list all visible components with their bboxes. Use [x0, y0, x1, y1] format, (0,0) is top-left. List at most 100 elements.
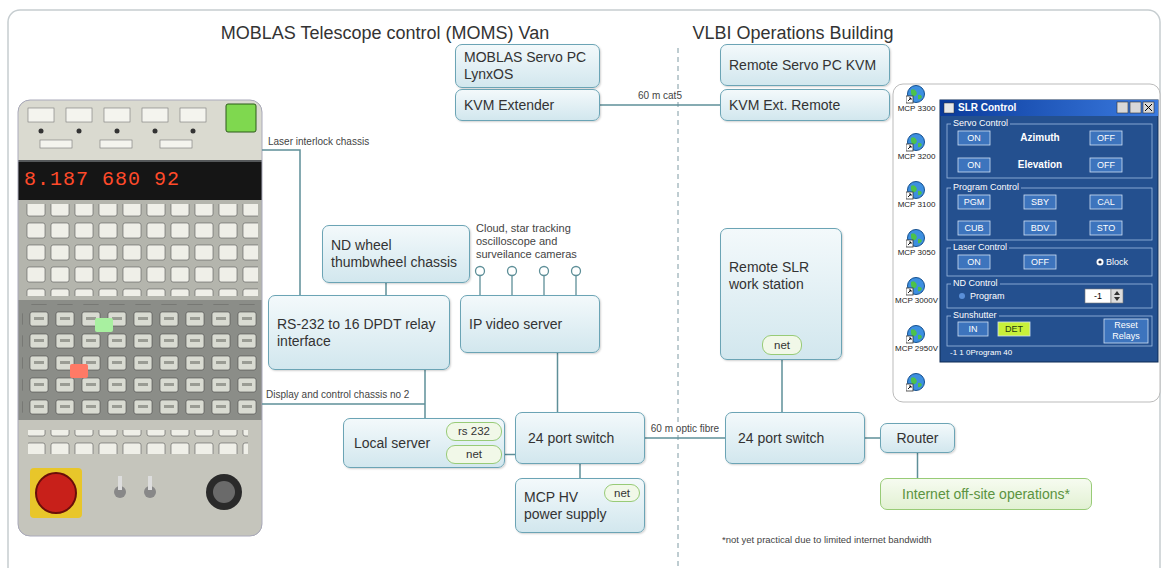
node-text: net	[608, 487, 636, 500]
site-divider	[678, 48, 679, 568]
screenshot	[944, 103, 954, 113]
node-text: KVM Extender	[464, 97, 591, 114]
screenshot	[940, 100, 1158, 116]
screenshot	[947, 124, 1152, 346]
console-photo	[180, 108, 206, 122]
interface-box: RS-232 to 16 DPDT relay interface	[268, 295, 450, 370]
screenshot	[998, 322, 1030, 336]
port-pill: net	[604, 484, 640, 502]
icon-label: MCP 3200	[893, 152, 940, 162]
console-photo	[36, 473, 76, 513]
field-label: Block	[1106, 255, 1128, 269]
console-photo	[22, 304, 258, 416]
connector	[557, 353, 559, 412]
button-label: ON	[958, 255, 990, 269]
screenshot	[1090, 131, 1122, 145]
screenshot	[958, 195, 990, 209]
button-label: PGM	[958, 195, 990, 209]
screenshot	[1117, 102, 1128, 113]
connector	[600, 104, 720, 106]
power-supply-box: MCP HV power supplynet	[515, 478, 645, 533]
connector	[781, 355, 783, 412]
console-photo	[100, 140, 132, 148]
screenshot	[1090, 221, 1122, 235]
button-label: BDV	[1024, 221, 1056, 235]
field-label: Program	[970, 289, 1005, 303]
port-pill: net	[762, 335, 802, 355]
node-text: Internet off-site operations*	[889, 486, 1083, 503]
status-text: -1 1 0Program 40	[950, 348, 1012, 358]
button-label: OFF	[1024, 255, 1056, 269]
button-label: ON	[958, 131, 990, 145]
node-text: KVM Ext. Remote	[729, 97, 881, 114]
icon-label: MCP 3100	[893, 200, 940, 210]
switch-box: 24 port switch	[725, 412, 865, 464]
screenshot	[1130, 102, 1141, 113]
camera-symbol	[511, 276, 512, 295]
button-label: STO	[1090, 221, 1122, 235]
connector	[917, 453, 919, 478]
node-text: ND wheel thumbwheel chassis	[331, 237, 461, 271]
server-box: Local serverrs 232net	[343, 418, 505, 468]
console-photo	[77, 129, 82, 134]
screenshot	[958, 322, 988, 336]
window-title: SLR Control	[958, 102, 1016, 114]
router-box: Router	[880, 423, 955, 453]
kvm-box: KVM Extender	[455, 89, 600, 121]
wire-label: Laser interlock chassis	[268, 136, 369, 148]
console-photo	[18, 100, 262, 160]
group-label: Sunshutter	[951, 310, 999, 321]
icon-label: MCP 3300	[893, 104, 940, 114]
screenshot	[906, 86, 925, 104]
console-photo	[18, 420, 262, 536]
group-label: ND Control	[951, 278, 1000, 289]
screenshot	[958, 131, 990, 145]
button-label: ON	[958, 158, 990, 172]
footnote: *not yet practical due to limited intern…	[722, 534, 932, 546]
kvm-box: Remote Servo PC KVM	[720, 44, 890, 86]
screenshot	[1085, 289, 1111, 303]
screenshot	[906, 134, 925, 152]
node-text: net	[766, 339, 798, 352]
field-label: Elevation	[1005, 158, 1075, 172]
group-label: Program Control	[951, 182, 1021, 193]
camera-symbol	[540, 267, 549, 276]
node-text: IP video server	[469, 316, 591, 333]
chassis-wire	[262, 403, 425, 405]
console-photo	[66, 108, 92, 122]
camera-symbol	[479, 276, 480, 295]
node-text: net	[450, 448, 498, 461]
console-photo	[191, 129, 196, 134]
camera-symbol	[476, 267, 485, 276]
button-label: OFF	[1090, 158, 1122, 172]
connector	[645, 437, 725, 439]
screenshot	[906, 182, 925, 200]
console-photo	[30, 468, 82, 518]
console-photo	[18, 162, 262, 200]
port-pill: net	[446, 445, 502, 464]
node-text: Remote Servo PC KVM	[729, 57, 881, 74]
screenshot	[1104, 319, 1148, 343]
screenshot	[893, 84, 1160, 402]
kvm-box: KVM Ext. Remote	[720, 89, 890, 121]
button-label: Reset Relays	[1104, 320, 1148, 342]
led-display: 8.187 680 92	[24, 168, 180, 192]
connector	[865, 437, 880, 439]
computer-box: MOBLAS Servo PC LynxOS	[455, 44, 600, 88]
cable-label: 60 m cat5	[635, 90, 685, 102]
button-label: DET	[998, 322, 1030, 336]
screenshot	[906, 278, 925, 296]
console-photo	[148, 476, 152, 490]
screenshot	[1117, 102, 1154, 113]
screenshot	[958, 158, 990, 172]
camera-symbol	[508, 267, 517, 276]
workstation-box: Remote SLR work stationnet	[720, 228, 842, 360]
console-photo	[118, 476, 152, 490]
video-server-box: IP video server	[460, 295, 600, 353]
screenshot	[906, 374, 925, 392]
node-text: Local server	[354, 435, 442, 452]
screenshot	[958, 255, 990, 269]
console-photo	[206, 474, 242, 510]
chassis-wire	[262, 150, 300, 295]
